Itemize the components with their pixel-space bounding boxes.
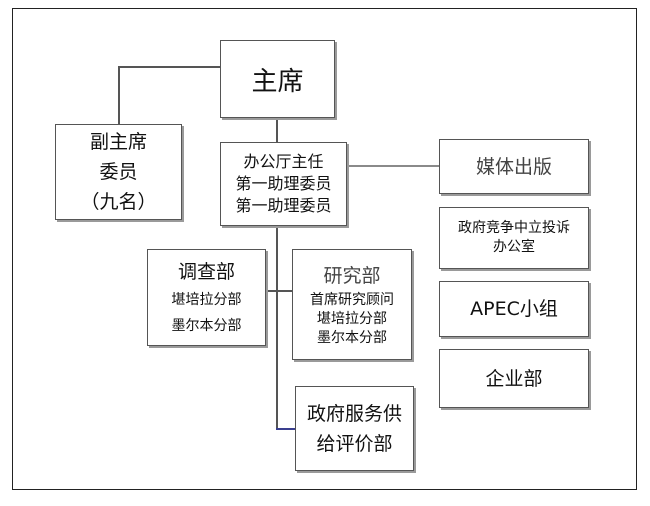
competition-office-line-2: 办公室 bbox=[493, 239, 535, 255]
research-line-4: 墨尔本分部 bbox=[317, 330, 387, 346]
competition-office-line-1: 政府竞争中立投诉 bbox=[458, 220, 570, 236]
node-vice-chairman: 副主席 委员 （九名） bbox=[55, 124, 182, 220]
connector-chair-to-vice bbox=[118, 66, 220, 68]
research-line-2: 首席研究顾问 bbox=[310, 292, 394, 308]
vice-chairman-line-3: （九名） bbox=[80, 191, 157, 213]
connector-to-investigation bbox=[266, 290, 277, 292]
enterprise-label: 企业部 bbox=[485, 367, 543, 390]
investigation-line-3: 墨尔本分部 bbox=[171, 317, 242, 334]
gov-services-line-1: 政府服务供 bbox=[306, 402, 402, 425]
connector-chair-to-office bbox=[276, 118, 278, 142]
node-investigation: 调查部 堪培拉分部 墨尔本分部 bbox=[147, 249, 266, 346]
node-office: 办公厅主任 第一助理委员 第一助理委员 bbox=[220, 142, 347, 226]
office-line-2: 第一助理委员 bbox=[235, 174, 332, 193]
media-label: 媒体出版 bbox=[475, 155, 552, 178]
office-line-3: 第一助理委员 bbox=[235, 196, 332, 215]
gov-services-line-2: 给评价部 bbox=[316, 432, 393, 455]
investigation-line-2: 堪培拉分部 bbox=[171, 291, 242, 308]
connector-to-research bbox=[276, 290, 292, 292]
investigation-line-1: 调查部 bbox=[177, 260, 235, 283]
apec-label: APEC小组 bbox=[470, 298, 558, 320]
node-gov-services: 政府服务供 给评价部 bbox=[295, 386, 414, 471]
research-line-1: 研究部 bbox=[323, 265, 381, 287]
research-line-3: 堪培拉分部 bbox=[317, 311, 387, 327]
org-chart-frame bbox=[12, 8, 637, 490]
connector-vice-vertical bbox=[118, 66, 120, 124]
node-research: 研究部 首席研究顾问 堪培拉分部 墨尔本分部 bbox=[292, 249, 412, 360]
node-media: 媒体出版 bbox=[439, 139, 589, 194]
connector-office-to-media bbox=[347, 165, 439, 167]
connector-to-gov-services bbox=[276, 428, 295, 430]
node-chairman: 主席 bbox=[220, 40, 335, 118]
office-line-1: 办公厅主任 bbox=[243, 152, 324, 171]
node-apec: APEC小组 bbox=[439, 281, 589, 337]
chairman-label: 主席 bbox=[251, 66, 304, 97]
vice-chairman-line-2: 委员 bbox=[99, 161, 138, 183]
node-competition-office: 政府竞争中立投诉 办公室 bbox=[439, 207, 589, 269]
connector-office-down bbox=[276, 226, 278, 428]
vice-chairman-line-1: 副主席 bbox=[89, 131, 147, 153]
node-enterprise: 企业部 bbox=[439, 349, 589, 408]
